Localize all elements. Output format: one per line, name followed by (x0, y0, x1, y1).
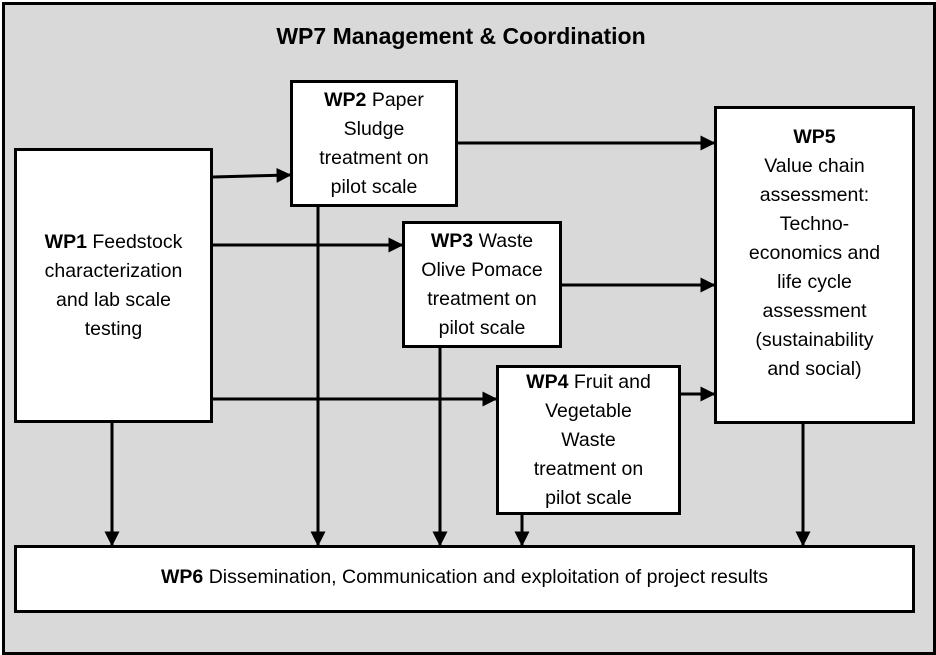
wp3-line-4: pilot scale (438, 316, 526, 339)
arrow-wp1-to-wp2 (212, 167, 292, 183)
wp2-line-3: treatment on (319, 146, 429, 169)
wp2-box: WP2 Paper Sludge treatment on pilot scal… (290, 80, 458, 207)
wp5-line-7: (sustainability (755, 329, 874, 351)
wp4-line-2: Vegetable (545, 399, 632, 422)
wp1-line-2: characterization (44, 259, 183, 282)
wp5-line-5: life cycle (777, 271, 852, 293)
wp5-line-6: assessment (762, 300, 867, 322)
wp4-line-5: pilot scale (545, 486, 632, 509)
wp2-line-1: Paper (371, 88, 424, 111)
wp3-line-2: Olive Pomace (421, 258, 543, 281)
wp4-code: WP4 (526, 370, 569, 393)
wp5-line-1: Value chain (764, 155, 865, 177)
wp4-line-3: Waste (561, 428, 616, 451)
wp2-line-2: Sludge (343, 117, 405, 140)
wp5-line-4: economics and (748, 242, 881, 264)
wp5-line-2: assessment: (759, 184, 870, 206)
wp4-box: WP4 Fruit and Vegetable Waste treatment … (496, 365, 681, 515)
wp3-line-1: Waste (478, 229, 534, 252)
wp2-line-4: pilot scale (330, 175, 418, 198)
wp1-line-1: Feedstock (92, 230, 183, 253)
wp5-line-3: Techno- (779, 213, 850, 235)
wp6-code: WP6 (161, 565, 204, 588)
wp5-code: WP5 (793, 126, 836, 148)
wp6-text: Dissemination, Communication and exploit… (208, 565, 768, 588)
wp1-line-4: testing (84, 317, 143, 340)
wp4-line-1: Fruit and (573, 370, 651, 393)
wp3-box: WP3 Waste Olive Pomace treatment on pilo… (402, 221, 562, 348)
wp1-line-3: and lab scale (56, 288, 171, 311)
wp5-line-8: and social) (767, 358, 862, 380)
wp1-code: WP1 (44, 230, 87, 253)
wp2-code: WP2 (324, 88, 367, 111)
wp6-box: WP6 Dissemination, Communication and exp… (14, 545, 915, 613)
wp4-line-4: treatment on (533, 457, 644, 480)
diagram-title: WP7 Management & Coordination (276, 23, 646, 49)
wp3-code: WP3 (430, 229, 474, 252)
wp1-box: WP1 Feedstock characterization and lab s… (14, 148, 213, 423)
wp5-box: WP5 Value chain assessment: Techno- econ… (714, 106, 915, 424)
wp3-line-3: treatment on (427, 287, 537, 310)
